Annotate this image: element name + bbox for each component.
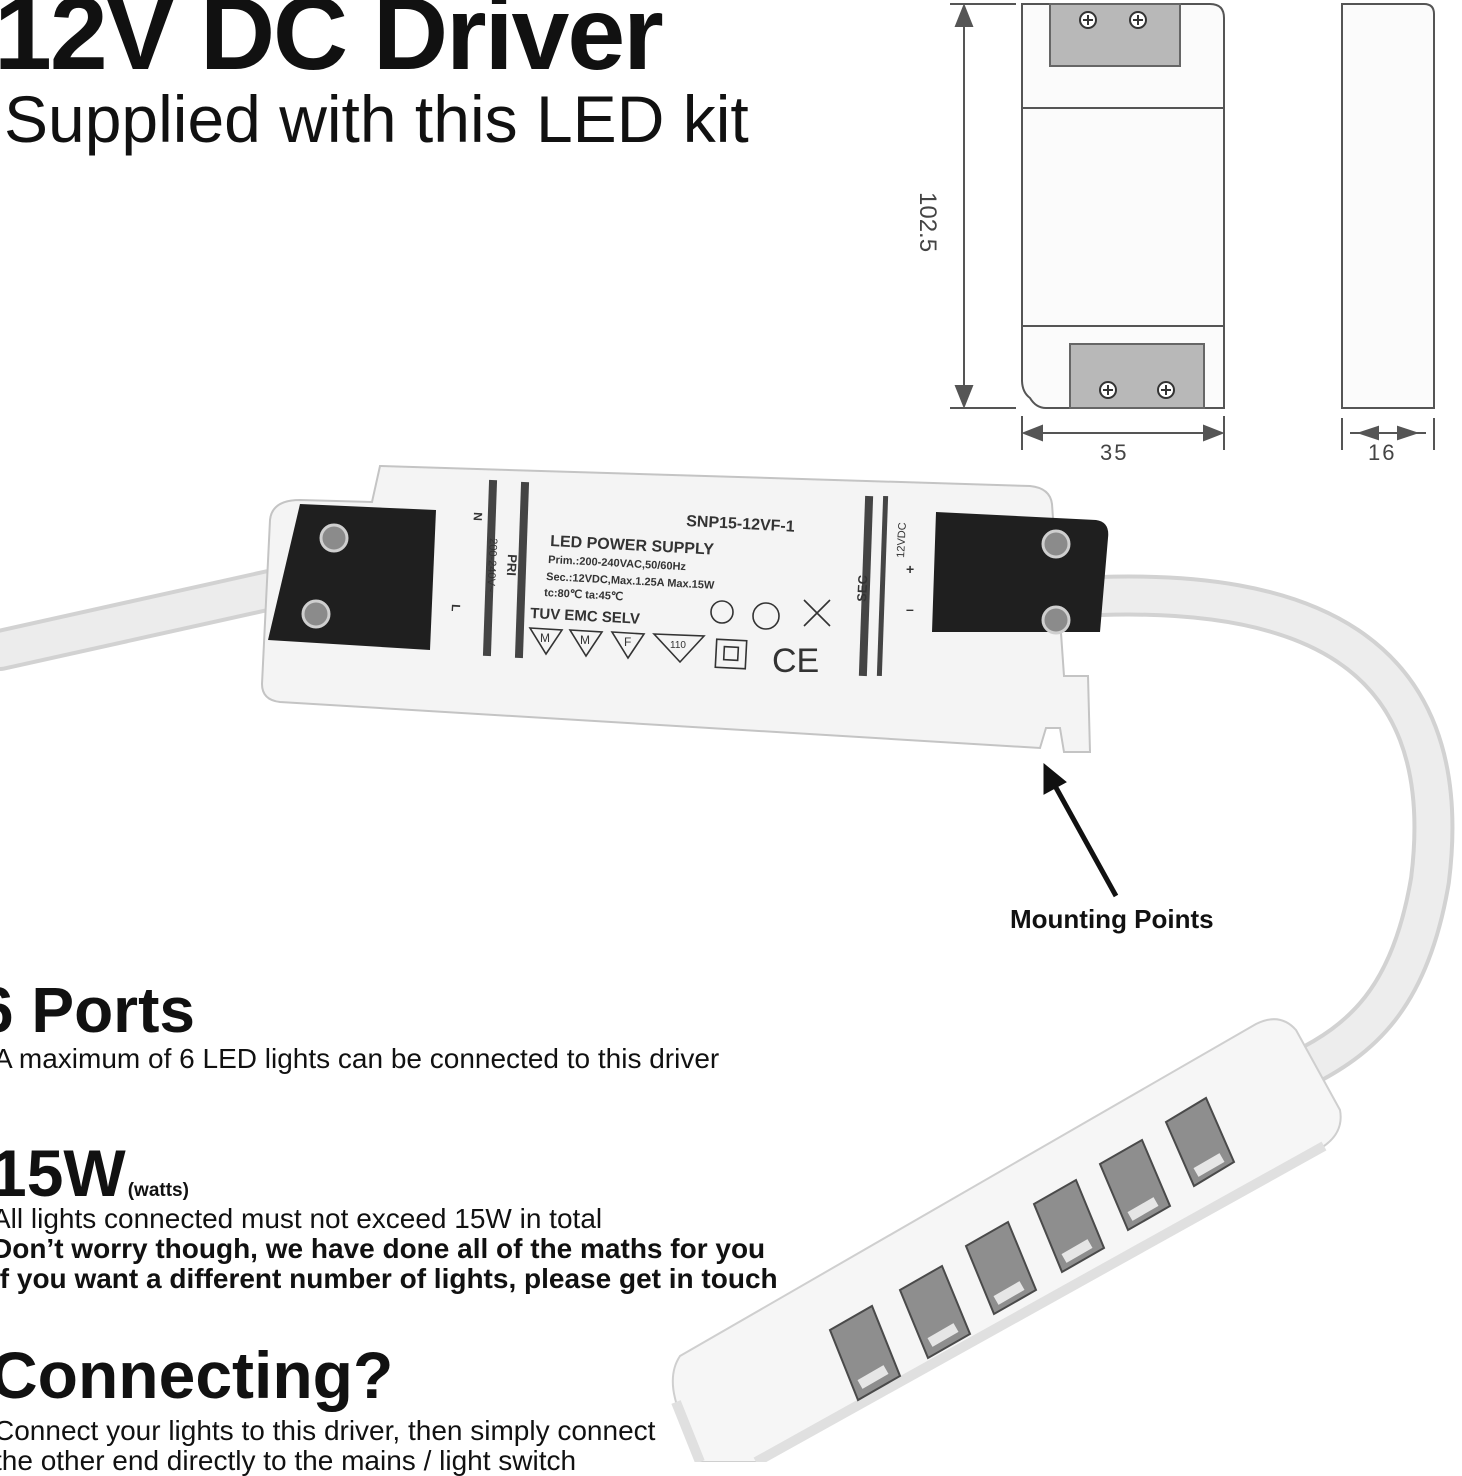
width-dimension: [1021, 416, 1225, 450]
pri-voltage: 200-240V~: [484, 538, 499, 593]
connecting-description: Connect your lights to this driver, then…: [0, 1416, 655, 1476]
certification-marks: [528, 599, 831, 670]
n-terminal-label: N: [471, 512, 485, 521]
mounting-points-label: Mounting Points: [1010, 904, 1214, 934]
connecting-line2: the other end directly to the mains / li…: [0, 1444, 577, 1476]
depth-dimension-label: 16: [1368, 440, 1396, 465]
height-dimension-label: 102.5: [914, 192, 941, 252]
ports-heading: 6 Ports: [0, 974, 195, 1046]
watts-description: All lights connected must not exceed 15W…: [0, 1204, 778, 1294]
watts-line1: All lights connected must not exceed 15W…: [0, 1203, 603, 1234]
driver-body: [260, 464, 1109, 753]
driver-model: SNP15-12VF-1: [686, 513, 795, 536]
watts-line3: If you want a different number of lights…: [0, 1262, 778, 1294]
l-terminal-label: L: [449, 604, 463, 612]
height-dimension: [950, 3, 1016, 409]
width-dimension-label: 35: [1100, 440, 1128, 465]
distribution-port-pins: [857, 1153, 1225, 1389]
page-subtitle: Supplied with this LED kit: [4, 82, 749, 156]
mark-f: F: [624, 635, 631, 649]
watts-heading: 15W(watts): [0, 1140, 189, 1206]
mark-m2: M: [580, 633, 590, 647]
driver-label-certs: TUV EMC SELV: [530, 605, 640, 628]
ce-mark: CE: [772, 642, 819, 680]
watts-unit: (watts): [127, 1180, 189, 1201]
minus-terminal-label: –: [906, 601, 914, 617]
driver-label: SNP15-12VF-1 LED POWER SUPPLY Prim.:200-…: [449, 512, 915, 680]
cables: [0, 569, 1455, 1091]
watts-line2: Don’t worry though, we have done all of …: [0, 1232, 766, 1264]
depth-dimension: [1341, 418, 1435, 450]
watts-value: 15W: [0, 1136, 126, 1210]
dimension-drawing-front: [1021, 3, 1225, 409]
page-title: 12V DC Driver: [0, 0, 664, 92]
ports-description: A maximum of 6 LED lights can be connect…: [0, 1043, 720, 1074]
mark-m1: M: [540, 631, 550, 645]
plus-terminal-label: +: [906, 561, 914, 577]
driver-label-line4: tc:80℃ ta:45℃: [544, 587, 624, 603]
terminal-screws: [1079, 11, 1175, 399]
connecting-heading: Connecting?: [0, 1338, 394, 1412]
connecting-line1: Connect your lights to this driver, then…: [0, 1415, 656, 1446]
mark-110: 110: [670, 640, 686, 651]
sec-voltage: 12VDC: [895, 522, 909, 558]
sec-label: SEC: [854, 574, 870, 602]
pri-label: PRI: [504, 554, 520, 576]
dimension-drawing-side: [1341, 3, 1435, 409]
mounting-callout-arrow: [1043, 762, 1119, 898]
